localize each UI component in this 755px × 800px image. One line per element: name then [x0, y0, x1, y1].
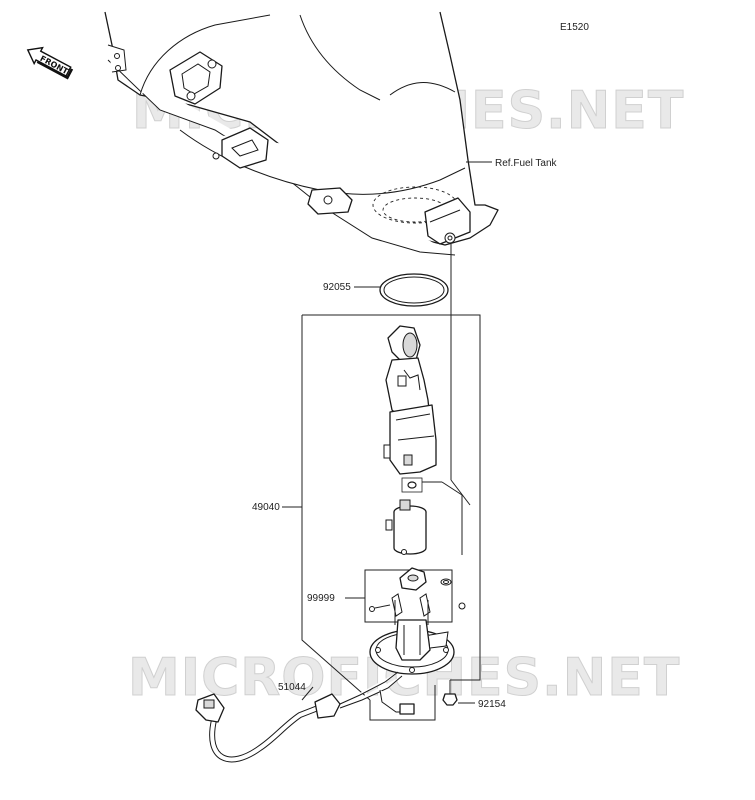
front-arrow-icon: FRONT [26, 46, 74, 80]
label-harness: 51044 [278, 682, 306, 693]
pump-motor [385, 499, 427, 555]
label-gasket: 92055 [323, 282, 351, 293]
bolt-icon [442, 680, 458, 706]
gasket-ring [379, 273, 449, 307]
pump-base-flange [369, 619, 455, 675]
fuel-tank-drawing [104, 11, 499, 256]
wiring-harness [195, 671, 415, 763]
label-filter-kit: 99999 [307, 593, 335, 604]
label-fuel-tank-ref: Ref.Fuel Tank [495, 158, 558, 169]
fuel-pump-module [383, 325, 437, 475]
label-bolt: 92154 [478, 699, 506, 710]
figure-code: E1520 [560, 22, 589, 33]
filter-kit-parts [369, 567, 466, 625]
label-pump-assembly: 49040 [252, 502, 280, 513]
